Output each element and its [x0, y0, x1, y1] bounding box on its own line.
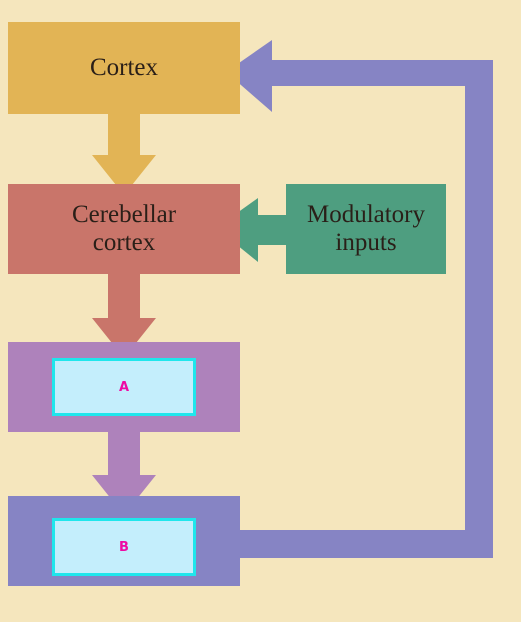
label-a-text: A: [118, 379, 130, 395]
label-a: A: [52, 358, 196, 416]
cortex-box: Cortex: [8, 22, 240, 114]
feedback-loop-arrow: [226, 40, 493, 558]
cortex-to-cerebellar-arrow: [92, 110, 156, 195]
modulatory-inputs-label: Modulatory inputs: [306, 201, 426, 256]
label-b: B: [52, 518, 196, 576]
label-b-text: B: [119, 539, 129, 555]
cortex-label: Cortex: [89, 54, 159, 81]
cerebellar-to-a-arrow: [92, 270, 156, 358]
modulatory-inputs-box: Modulatory inputs: [286, 184, 446, 274]
cerebellar-cortex-box: Cerebellar cortex: [8, 184, 240, 274]
cerebellar-cortex-label: Cerebellar cortex: [71, 201, 177, 256]
modulatory-to-cerebellar-arrow: [216, 198, 290, 262]
a-to-b-arrow: [92, 430, 156, 515]
